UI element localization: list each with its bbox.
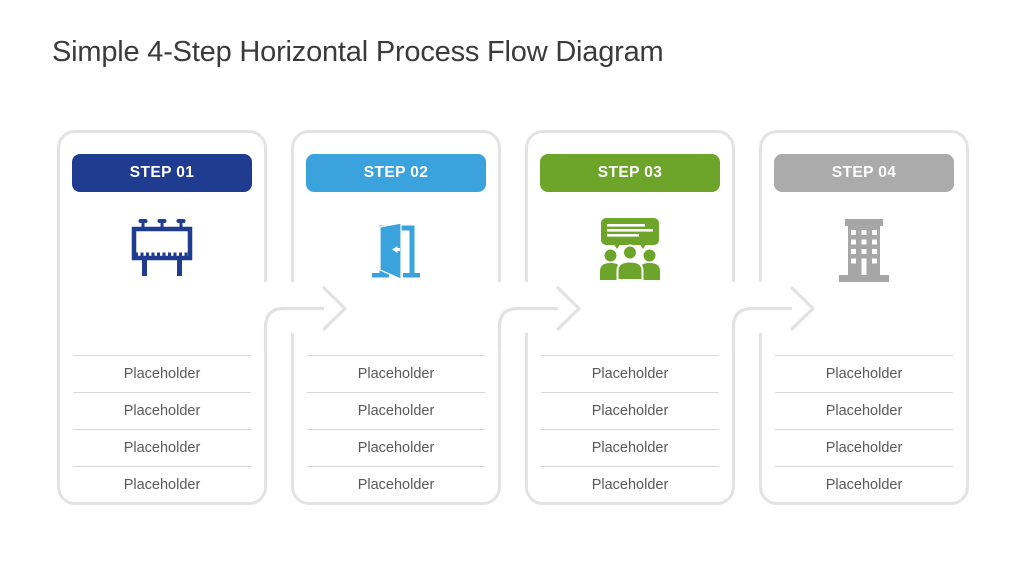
row-text: Placeholder xyxy=(357,477,435,493)
step-01-badge: STEP 01 xyxy=(72,154,252,192)
step-04-badge: STEP 04 xyxy=(774,154,954,192)
border-gap-mask xyxy=(496,282,505,348)
row-text: Placeholder xyxy=(591,440,669,456)
step-card-01: STEP 01 Placeholder Placeholder Placehol… xyxy=(57,130,267,505)
placeholder-row: Placeholder xyxy=(541,466,719,503)
row-text: Placeholder xyxy=(123,477,201,493)
placeholder-row: Placeholder xyxy=(541,429,719,466)
placeholder-row: Placeholder xyxy=(73,429,251,466)
step-01-label: STEP 01 xyxy=(129,164,195,181)
row-text: Placeholder xyxy=(357,440,435,456)
placeholder-row: Placeholder xyxy=(541,392,719,429)
row-text: Placeholder xyxy=(825,477,903,493)
flow-arrow-1 xyxy=(263,286,347,350)
flow-arrow-3 xyxy=(731,286,815,350)
row-text: Placeholder xyxy=(357,366,435,382)
step-card-02: STEP 02 Placeholder Placeholder Placehol… xyxy=(291,130,501,505)
placeholder-row: Placeholder xyxy=(541,355,719,392)
row-text: Placeholder xyxy=(123,403,201,419)
row-text: Placeholder xyxy=(825,440,903,456)
row-text: Placeholder xyxy=(357,403,435,419)
slide-title: Simple 4-Step Horizontal Process Flow Di… xyxy=(52,36,664,68)
placeholder-row: Placeholder xyxy=(307,429,485,466)
step-03-badge: STEP 03 xyxy=(540,154,720,192)
placeholder-row: Placeholder xyxy=(775,355,953,392)
placeholder-list: Placeholder Placeholder Placeholder Plac… xyxy=(541,355,719,503)
flow-arrow-2 xyxy=(497,286,581,350)
placeholder-row: Placeholder xyxy=(775,466,953,503)
row-text: Placeholder xyxy=(591,403,669,419)
placeholder-row: Placeholder xyxy=(307,466,485,503)
placeholder-row: Placeholder xyxy=(307,355,485,392)
open-door-icon xyxy=(368,218,424,280)
office-building-icon xyxy=(836,218,892,282)
audience-presentation-icon xyxy=(596,218,664,281)
placeholder-list: Placeholder Placeholder Placeholder Plac… xyxy=(307,355,485,503)
row-text: Placeholder xyxy=(825,403,903,419)
row-text: Placeholder xyxy=(825,366,903,382)
placeholder-row: Placeholder xyxy=(73,466,251,503)
placeholder-row: Placeholder xyxy=(73,355,251,392)
border-gap-mask xyxy=(262,282,271,348)
step-04-label: STEP 04 xyxy=(831,164,897,181)
placeholder-row: Placeholder xyxy=(73,392,251,429)
placeholder-row: Placeholder xyxy=(307,392,485,429)
step-02-badge: STEP 02 xyxy=(306,154,486,192)
border-gap-mask xyxy=(730,282,739,348)
placeholder-list: Placeholder Placeholder Placeholder Plac… xyxy=(73,355,251,503)
placeholder-row: Placeholder xyxy=(775,392,953,429)
step-card-04: STEP 04 Placeholder Placeholde xyxy=(759,130,969,505)
row-text: Placeholder xyxy=(123,366,201,382)
step-03-label: STEP 03 xyxy=(597,164,663,181)
row-text: Placeholder xyxy=(591,366,669,382)
step-card-03: STEP 03 xyxy=(525,130,735,505)
row-text: Placeholder xyxy=(591,477,669,493)
placeholder-list: Placeholder Placeholder Placeholder Plac… xyxy=(775,355,953,503)
placeholder-row: Placeholder xyxy=(775,429,953,466)
step-02-label: STEP 02 xyxy=(363,164,429,181)
row-text: Placeholder xyxy=(123,440,201,456)
billboard-icon xyxy=(128,218,196,278)
